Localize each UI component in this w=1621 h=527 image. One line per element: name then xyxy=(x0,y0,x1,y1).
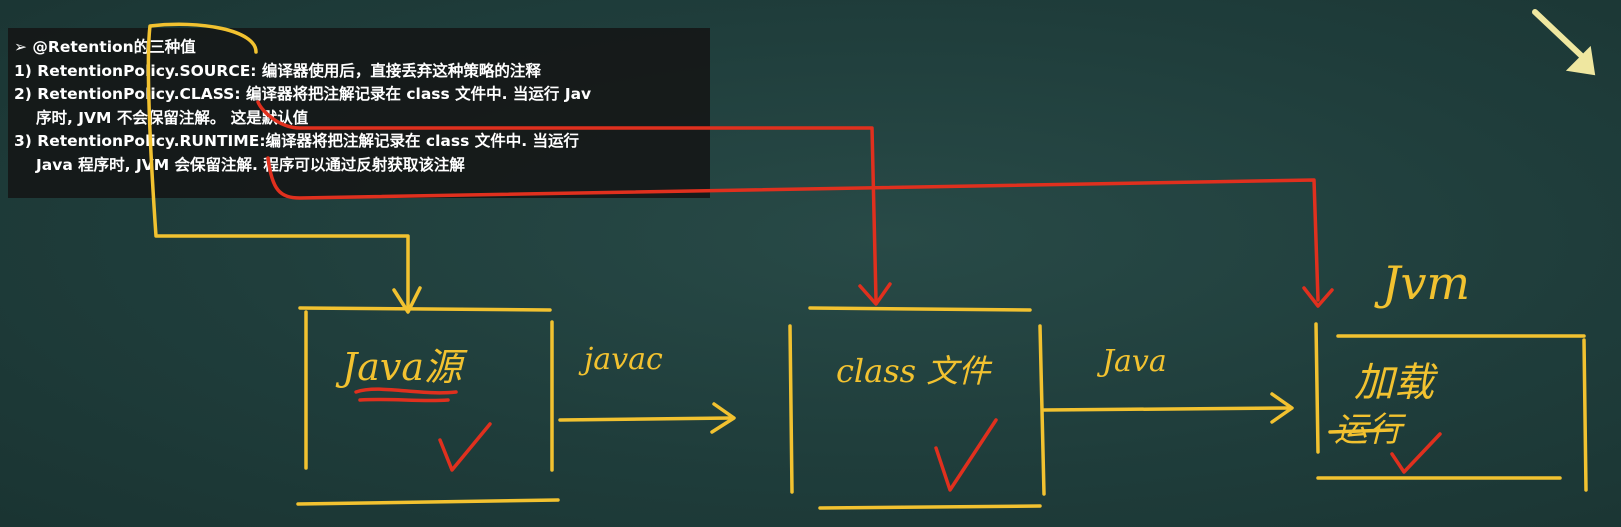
runtime-annotation-line xyxy=(266,156,1320,302)
jvm-load-label: 加载 xyxy=(1354,360,1434,406)
java-source-underline xyxy=(354,387,458,403)
notes-line-class: 2) RetentionPolicy.CLASS: 编译器将把注解记录在 cla… xyxy=(14,85,592,103)
javac-label: javac xyxy=(584,342,663,377)
java-source-box xyxy=(296,306,560,506)
jvm-box-underline xyxy=(1328,428,1394,434)
jvm-box xyxy=(1314,322,1588,492)
runtime-annotation-arrowhead xyxy=(1302,286,1334,308)
javac-arrowhead xyxy=(710,402,736,434)
java-run-arrow xyxy=(1042,406,1292,412)
java-source-label: Java源 xyxy=(342,345,463,389)
jvm-label: Jvm xyxy=(1382,256,1471,310)
jvm-run-label: 运行 xyxy=(1334,410,1402,450)
java-run-label: Java xyxy=(1102,344,1167,379)
check-mark-class xyxy=(934,418,998,492)
check-mark-source xyxy=(438,422,492,472)
notes-line-class-cont: 序时, JVM 不会保留注解。 这是默认值 xyxy=(36,108,309,127)
source-annotation-arrowhead xyxy=(392,286,422,314)
class-annotation-arrowhead xyxy=(858,282,892,306)
check-mark-runtime xyxy=(1390,432,1442,474)
source-annotation-line xyxy=(146,22,410,310)
java-run-arrowhead xyxy=(1270,392,1294,424)
javac-arrow xyxy=(558,416,734,422)
pointer-arrow-icon xyxy=(1532,9,1596,76)
class-annotation-line xyxy=(256,100,878,302)
notes-line-runtime: 3) RetentionPolicy.RUNTIME:编译器将把注解记录在 cl… xyxy=(14,132,580,150)
class-file-label: class 文件 xyxy=(836,352,991,390)
class-file-box xyxy=(788,306,1046,510)
retention-notes-panel: ➢ @Retention的三种值 1) RetentionPolicy.SOUR… xyxy=(8,28,710,198)
notes-line-runtime-cont: Java 程序时, JVM 会保留注解. 程序可以通过反射获取该注解 xyxy=(36,155,465,174)
notes-line-source: 1) RetentionPolicy.SOURCE: 编译器使用后，直接丢弃这种… xyxy=(14,61,541,80)
